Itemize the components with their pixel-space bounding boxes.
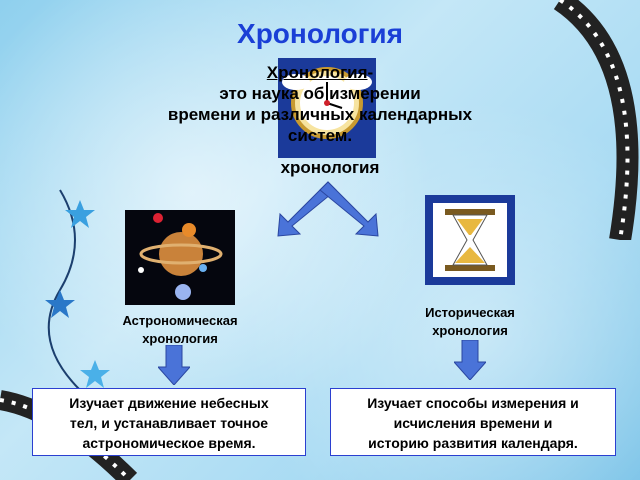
historical-description-line: Изучает способы измерения и [367, 395, 579, 411]
star-decoration [45, 189, 110, 391]
astronomical-description-line: астрономическое время. [82, 435, 256, 451]
definition-term: Хронология [266, 63, 368, 82]
page-title: Хронология [237, 18, 403, 49]
star-icon [45, 290, 75, 318]
definition-dash: - [367, 63, 374, 82]
historical-label: Историческая хронология [390, 304, 550, 340]
branch-arrows [277, 181, 379, 237]
astronomical-label-line: хронология [142, 331, 218, 346]
historical-label-line: Историческая [425, 305, 515, 320]
historical-description: Изучает способы измерения и исчисления в… [330, 388, 616, 456]
astronomical-description: Изучает движение небесных тел, и устанав… [32, 388, 306, 456]
down-arrow-right [454, 340, 486, 380]
definition-line: времени и различных календарных [167, 105, 473, 124]
hourglass-icon [425, 195, 515, 285]
clock-icon [278, 58, 376, 158]
astronomical-label: Астрономическая хронология [100, 312, 260, 348]
astronomical-description-line: Изучает движение небесных [69, 395, 269, 411]
down-arrow-left [158, 345, 190, 385]
planets-icon [125, 210, 235, 305]
star-icon [65, 200, 95, 228]
film-strip-decoration [553, 0, 639, 240]
historical-description-line: исчисления времени и [393, 415, 553, 431]
historical-description-line: историю развития календаря. [368, 435, 578, 451]
definition-line: систем. [287, 126, 353, 145]
astronomical-description-line: тел, и устанавливает точное [69, 415, 269, 431]
subtitle: хронология [280, 158, 380, 177]
astronomical-label-line: Астрономическая [122, 313, 238, 328]
definition-line: это наука об измерении [219, 84, 421, 103]
historical-label-line: хронология [432, 323, 508, 338]
star-icon [80, 360, 110, 388]
definition: Хронология- это наука об измерении време… [120, 62, 520, 146]
